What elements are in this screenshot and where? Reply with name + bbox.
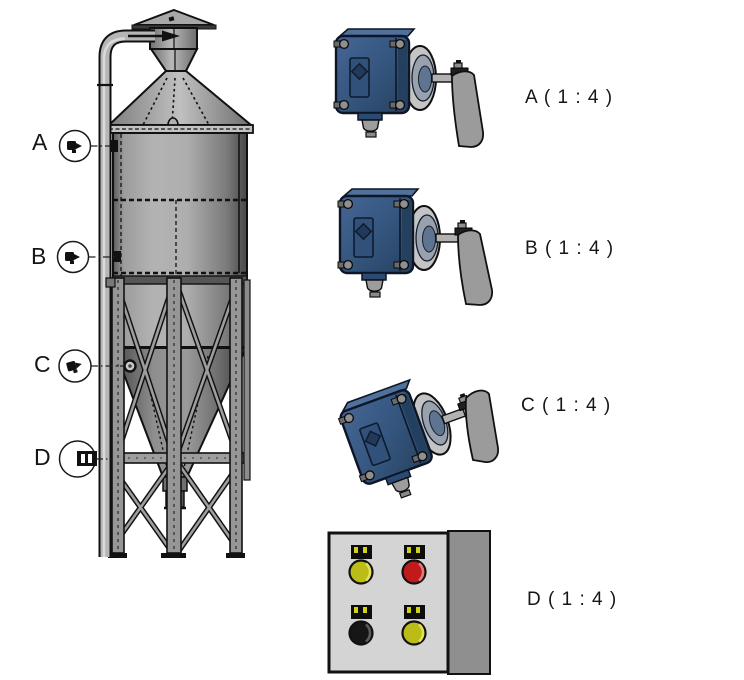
callout-a (58, 129, 110, 163)
fill-pipe (97, 29, 180, 557)
detail-b-scale-label: B ( 1 : 4 ) (525, 238, 615, 259)
label-tag-top-left (351, 545, 372, 559)
silo-drawing (97, 8, 254, 558)
detail-c-sensor (333, 358, 503, 511)
sensor-c-port (123, 359, 137, 373)
callout-a-letter: A (32, 129, 48, 155)
callout-c-letter: C (34, 351, 51, 377)
paddle-blade (451, 70, 484, 148)
callout-c (58, 349, 124, 383)
indicator-light-yellow-top (348, 559, 374, 585)
indicator-light-yellow-bottom (401, 620, 427, 646)
detail-c-scale-label: C ( 1 : 4 ) (521, 395, 612, 416)
indicator-light-black (348, 620, 374, 646)
detail-a-scale-label: A ( 1 : 4 ) (525, 87, 614, 108)
callout-b (56, 240, 116, 274)
panel-face (327, 531, 450, 674)
sensor-b-marker (114, 251, 121, 262)
paddle-blade (464, 389, 499, 463)
detail-a-sensor (332, 27, 484, 148)
fill-flow-arrow-icon (128, 30, 180, 42)
silo-vent-cap-icon (131, 8, 217, 72)
sensor-a-marker (110, 140, 118, 152)
silo-legs (108, 277, 251, 558)
paddle-blade (457, 229, 493, 306)
detail-b-sensor (336, 187, 493, 306)
indicator-light-red (401, 559, 427, 585)
detail-d-scale-label: D ( 1 : 4 ) (527, 589, 618, 610)
callout-d-letter: D (34, 444, 51, 470)
terminal-box-icon (77, 451, 97, 466)
silo-roof (106, 70, 254, 134)
detail-d-control-panel (327, 530, 491, 675)
callout-b-letter: B (31, 243, 47, 269)
label-tag-bottom-left (351, 605, 372, 619)
label-tag-bottom-right (404, 605, 425, 619)
panel-side (447, 530, 491, 675)
label-tag-top-right (404, 545, 425, 559)
callout-d (58, 440, 112, 478)
